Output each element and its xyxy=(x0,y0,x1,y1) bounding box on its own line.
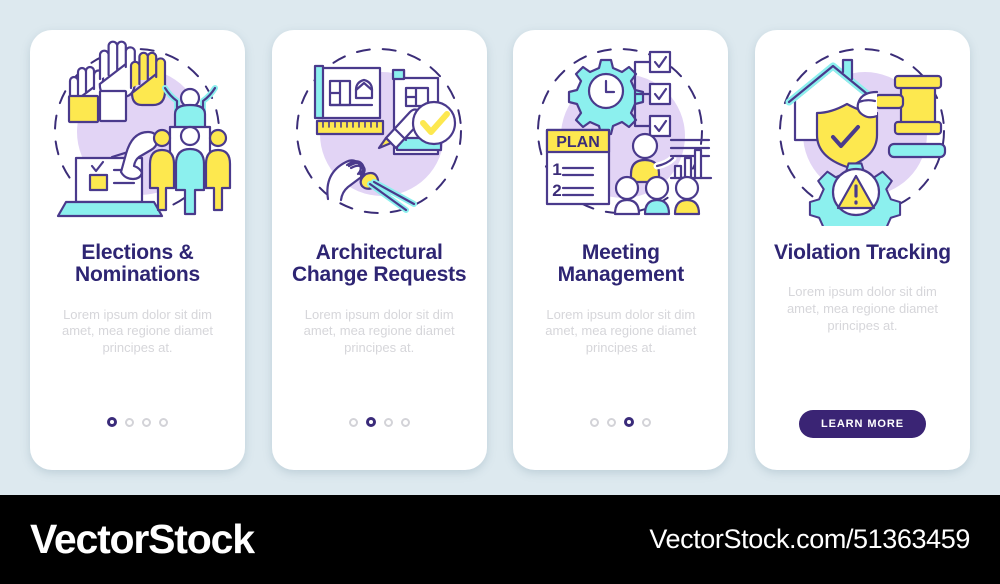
vectorstock-url: VectorStock.com/51363459 xyxy=(649,524,970,554)
card-description: Lorem ipsum dolor sit dim amet, mea regi… xyxy=(61,306,214,355)
card-title: Violation Tracking xyxy=(774,241,951,264)
pagination-dot-1[interactable] xyxy=(590,417,600,427)
pagination-dots[interactable] xyxy=(348,412,410,432)
pagination-dot-4[interactable] xyxy=(159,417,168,427)
onboarding-card-list: Elections & Nominations Lorem ipsum dolo… xyxy=(30,30,970,470)
plan-item-2-text: 2 xyxy=(553,181,562,200)
pagination-dots[interactable] xyxy=(590,412,652,432)
elections-illustration xyxy=(40,36,235,226)
meeting-illustration: PLAN 1 2 xyxy=(523,36,718,226)
onboarding-card-violation[interactable]: Violation Tracking Lorem ipsum dolor sit… xyxy=(754,30,970,470)
card-title: Elections & Nominations xyxy=(75,241,200,287)
pagination-dot-1[interactable] xyxy=(107,417,117,427)
pagination-dot-2[interactable] xyxy=(365,417,376,427)
pagination-dot-1[interactable] xyxy=(348,417,358,427)
pagination-dot-2[interactable] xyxy=(607,417,617,427)
onboarding-screens-stage: Elections & Nominations Lorem ipsum dolo… xyxy=(0,30,1000,584)
onboarding-card-architectural[interactable]: Architectural Change Requests Lorem ipsu… xyxy=(271,30,487,470)
vectorstock-logo: VectorStock xyxy=(30,516,255,562)
plan-heading-text: PLAN xyxy=(557,134,601,151)
card-title: Meeting Management xyxy=(557,241,685,287)
card-title: Architectural Change Requests xyxy=(291,241,467,287)
pagination-dot-4[interactable] xyxy=(642,417,652,427)
architectural-illustration xyxy=(282,36,477,226)
violation-illustration xyxy=(765,36,960,226)
pagination-dot-4[interactable] xyxy=(400,417,410,427)
card-description: Lorem ipsum dolor sit dim amet, mea regi… xyxy=(786,284,938,333)
pagination-dot-2[interactable] xyxy=(125,417,134,427)
cta-container: LEARN MORE xyxy=(798,410,926,438)
card-description: Lorem ipsum dolor sit dim amet, mea regi… xyxy=(545,306,697,355)
card-description: Lorem ipsum dolor sit dim amet, mea regi… xyxy=(303,306,455,355)
pagination-dots[interactable] xyxy=(107,412,168,432)
learn-more-button[interactable]: LEARN MORE xyxy=(798,410,926,438)
onboarding-card-meeting[interactable]: PLAN 1 2 Meeting Management Lorem ipsum … xyxy=(513,30,729,470)
pagination-dot-3[interactable] xyxy=(142,417,151,427)
pagination-dot-3[interactable] xyxy=(383,417,393,427)
watermark-footer: VectorStock VectorStock.com/51363459 xyxy=(0,495,1000,584)
onboarding-card-elections[interactable]: Elections & Nominations Lorem ipsum dolo… xyxy=(30,30,245,470)
plan-item-1-text: 1 xyxy=(553,160,562,179)
pagination-dot-3[interactable] xyxy=(624,417,635,427)
